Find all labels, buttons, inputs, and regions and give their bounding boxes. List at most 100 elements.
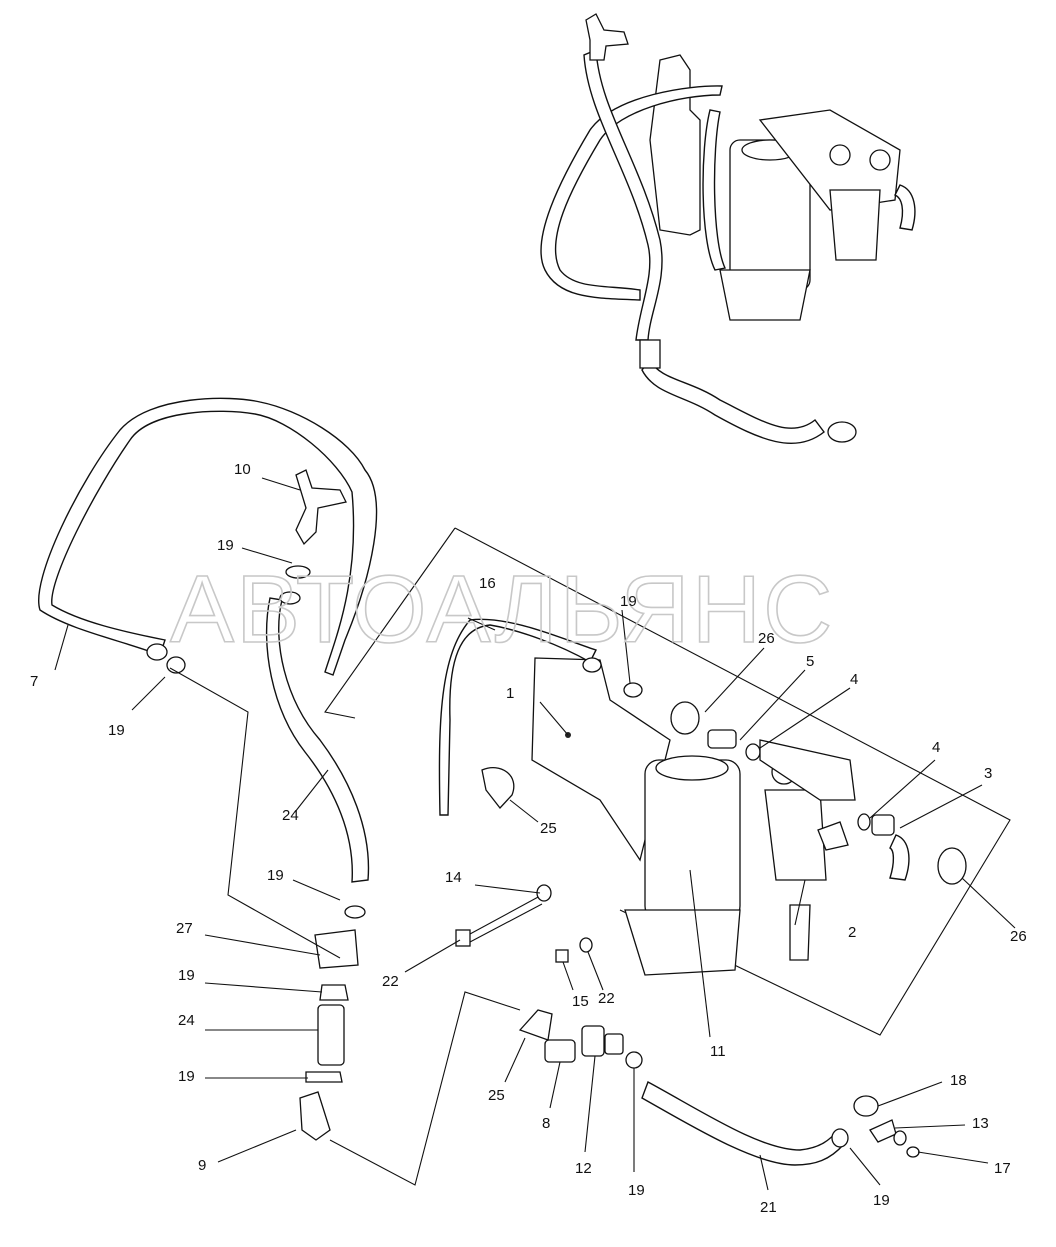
y-joint-10 (295, 469, 347, 546)
hose-lower-top (641, 358, 825, 445)
callout-24: 24 (178, 1012, 195, 1029)
elbow-top (894, 184, 916, 231)
assembly-line-9 (329, 991, 521, 1186)
port-2 (817, 821, 849, 851)
separator-2-drain (789, 904, 811, 961)
assembly-plane (454, 527, 1011, 1036)
elbow-9 (299, 1091, 331, 1141)
seal-4-a (745, 743, 761, 761)
hose-23 (265, 597, 370, 883)
callout-labels: 10 19 7 19 24 16 1 19 26 5 4 4 3 26 2 25… (30, 461, 1027, 1216)
callout-23: 24 (282, 807, 299, 824)
callout-21: 22 (382, 973, 399, 990)
callout-19-h: 19 (873, 1192, 890, 1209)
filter-11-cap (655, 755, 729, 781)
assembly-plane-left (324, 527, 456, 719)
assembly-line-7 (169, 667, 341, 959)
callout-10: 10 (234, 461, 251, 478)
coupling-8 (544, 1039, 576, 1063)
callout-25-b: 25 (488, 1087, 505, 1104)
callout-19-a: 19 (217, 537, 234, 554)
hose-20 (641, 1081, 845, 1166)
callout-26-a: 26 (758, 630, 775, 647)
clamp-19-e (305, 1071, 343, 1083)
bolt-21-head (455, 929, 471, 947)
separator-2 (764, 789, 827, 881)
clamp-19-d (319, 984, 349, 1001)
adapter-12-tail (604, 1033, 624, 1055)
callout-3: 3 (984, 765, 992, 782)
callout-13: 13 (972, 1115, 989, 1132)
callout-7: 7 (30, 673, 38, 690)
retainer-25-b (518, 1009, 553, 1041)
bracket-head-2 (759, 739, 856, 801)
coupling-top (827, 421, 857, 443)
clamp-18 (853, 1095, 879, 1117)
hose-loop-top (540, 85, 723, 301)
callout-22: 22 (598, 990, 615, 1007)
y-joint-top (585, 13, 629, 61)
nut-26-a (670, 701, 700, 735)
washer-22 (579, 937, 593, 953)
callout-9: 9 (198, 1157, 206, 1174)
clamp-19-g (625, 1051, 643, 1069)
callout-19-f: 19 (178, 1068, 195, 1085)
fitting-top-a (829, 144, 851, 166)
callout-15: 15 (572, 993, 589, 1010)
bracket-plate-top (649, 54, 701, 236)
callout-5: 5 (806, 653, 814, 670)
clamp-19-f (623, 682, 643, 698)
bolt-21-shaft-b (469, 903, 543, 943)
callout-19-d: 19 (267, 867, 284, 884)
fitting-27 (314, 929, 359, 969)
tee-top (639, 339, 661, 369)
assembled-view (540, 13, 916, 445)
callout-20: 21 (760, 1199, 777, 1216)
filter-11-bowl (624, 909, 741, 976)
fitting-3 (889, 834, 910, 881)
callout-12: 12 (575, 1160, 592, 1177)
callout-19-b: 19 (108, 722, 125, 739)
callout-17: 17 (994, 1160, 1011, 1177)
hose-7 (38, 397, 378, 676)
hose-side-top (702, 109, 727, 271)
hose-16 (438, 618, 597, 816)
callout-8: 8 (542, 1115, 550, 1132)
callout-18: 18 (950, 1072, 967, 1089)
seal-13 (893, 1130, 907, 1146)
filter-11 (644, 759, 741, 921)
bracket-right-top (758, 109, 901, 211)
callout-14: 14 (445, 869, 462, 886)
separator-top (829, 189, 881, 261)
callout-2: 2 (848, 924, 856, 941)
clamp-19-c (344, 905, 366, 919)
filter-bowl-top (719, 269, 811, 321)
bolt-15 (555, 949, 569, 963)
callout-19-g: 19 (628, 1182, 645, 1199)
seal-17 (906, 1146, 920, 1158)
hose-7-end (146, 643, 168, 661)
fitting-5 (707, 729, 737, 749)
callout-19-e: 19 (178, 967, 195, 984)
callout-27: 27 (176, 920, 193, 937)
retainer-25-a (481, 766, 515, 810)
nut-26-b (937, 847, 967, 885)
adapter-12 (581, 1025, 605, 1057)
seal-4-b (857, 813, 871, 831)
leaders (54, 477, 1016, 1191)
callout-16: 16 (479, 575, 496, 592)
fitting-top-b (869, 149, 891, 171)
hose-24 (317, 1004, 345, 1066)
clamp-19-b (285, 565, 311, 579)
clamp-19-h (831, 1128, 849, 1148)
callout-4-a: 4 (850, 671, 858, 688)
fitting-3-head (871, 814, 895, 836)
callout-26-b: 26 (1010, 928, 1027, 945)
hose-23-top (279, 591, 301, 605)
watermark: АВТОАЛЬЯНС (170, 556, 834, 663)
callout-25-a: 25 (540, 820, 557, 837)
callout-1: 1 (506, 685, 514, 702)
callout-11: 11 (710, 1043, 726, 1060)
